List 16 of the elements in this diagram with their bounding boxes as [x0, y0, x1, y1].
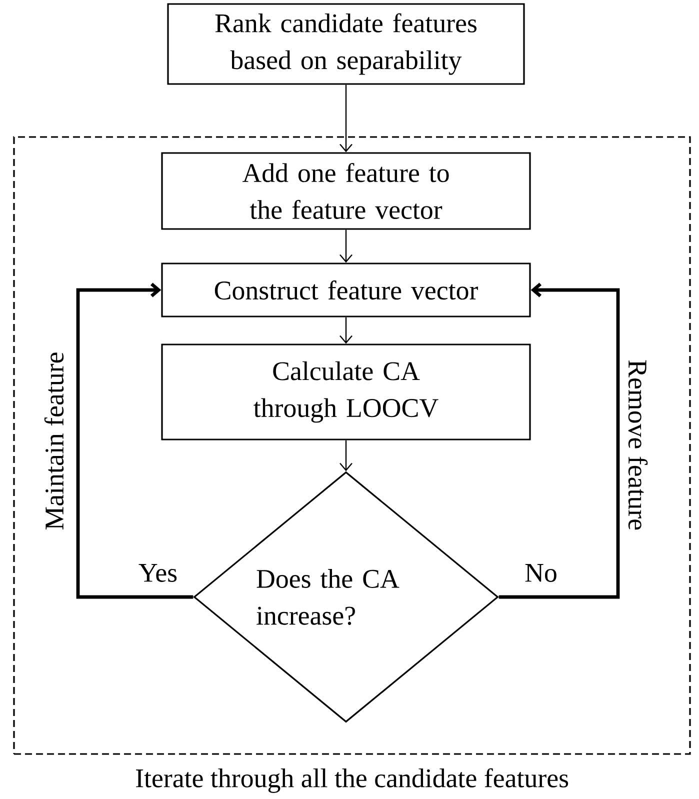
process-box: Calculate CA through LOOCV [161, 344, 531, 440]
frame-caption: Iterate through all the candidate features [136, 768, 568, 793]
process-box: Add one feature to the feature vector [161, 152, 531, 230]
process-box: Construct feature vector [161, 262, 531, 318]
branch-label: No [525, 564, 556, 582]
edge-label: Remove feature [627, 358, 649, 532]
arrow [340, 440, 352, 472]
arrow [340, 317, 352, 344]
arrow [76, 282, 194, 599]
arrow [340, 230, 352, 263]
arrow [340, 84, 352, 152]
branch-label: Yes [138, 564, 177, 582]
arrow [498, 282, 620, 599]
process-box: Rank candidate features based on separability [167, 3, 525, 85]
loop-frame [13, 136, 691, 755]
edge-label: Maintain feature [43, 350, 65, 532]
